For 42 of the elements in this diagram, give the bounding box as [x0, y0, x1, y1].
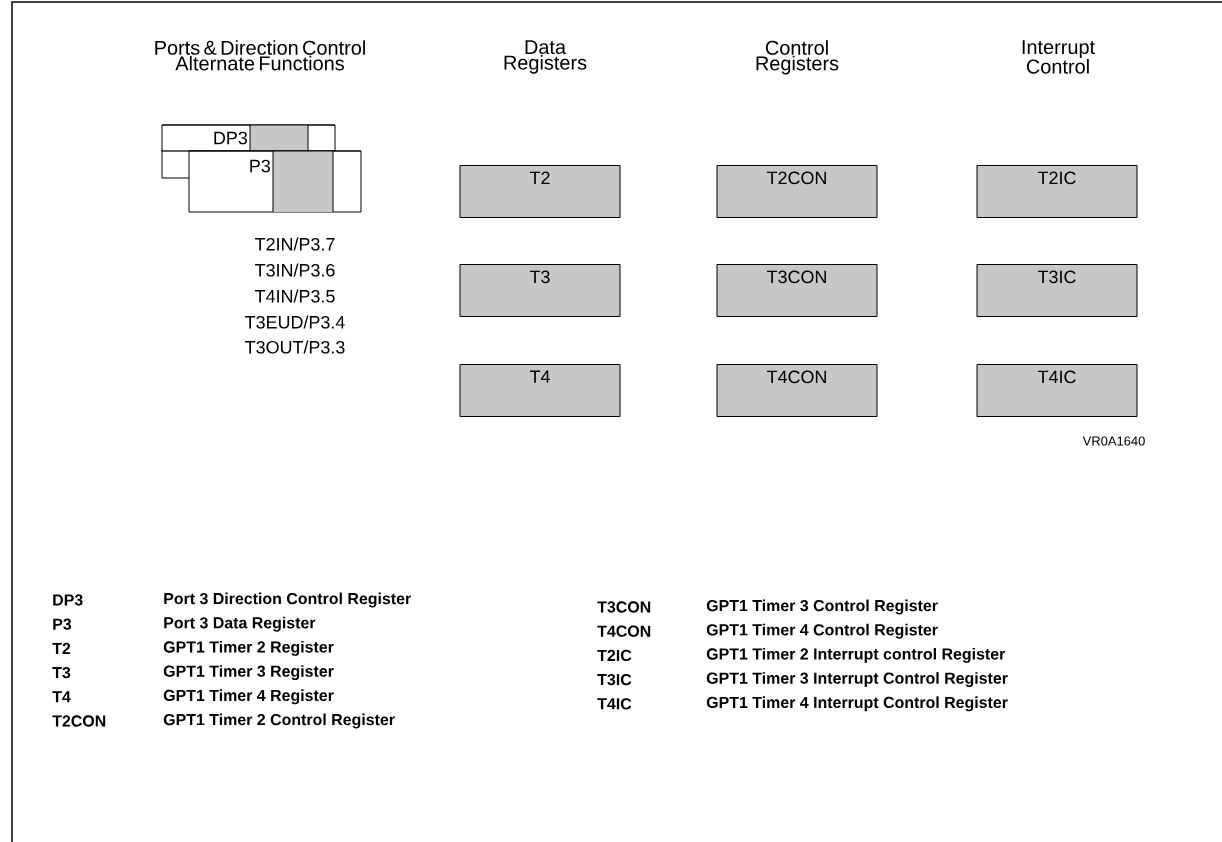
column-heading: Ports & Direction Control Alternate Functions [155, 40, 365, 71]
register-box: T4CON [716, 364, 878, 417]
register-name: P3 [53, 618, 72, 630]
pin-label: T2IN/P3.7 [255, 237, 335, 251]
register-box: T3 [459, 264, 621, 317]
register-name: T3IC [597, 673, 632, 686]
register-description: GPT1 Timer 4 Register [163, 689, 334, 705]
register-name: T3 [52, 666, 71, 679]
register-box: T3CON [716, 264, 878, 317]
register-name: T2 [52, 642, 71, 654]
register-description: GPT1 Timer 2 Interrupt control Register [706, 647, 1006, 663]
register-description: Port 3 Direction Control Register [164, 592, 411, 608]
register-name: T4IC [597, 698, 632, 710]
figure-id: VR0A1640 [1082, 436, 1145, 446]
register-name: T3CON [597, 601, 651, 613]
register-description: GPT1 Timer 3 Register [163, 665, 334, 681]
register-description: GPT1 Timer 3 Control Register [706, 599, 938, 615]
register-name: T4CON [597, 625, 651, 637]
pin-label: T3EUD/P3.4 [245, 315, 345, 329]
register-name: DP3 [53, 594, 83, 606]
register-box: T4 [459, 364, 621, 417]
register-name: T2IC [597, 649, 632, 662]
register-name: T4 [52, 691, 71, 703]
register-box: T3IC [976, 264, 1138, 317]
register-box: T2 [459, 165, 621, 218]
register-description: GPT1 Timer 4 Control Register [706, 623, 938, 639]
column-heading: Control Registers [756, 40, 839, 75]
register-box: DP3 [161, 124, 336, 153]
register-description: GPT1 Timer 2 Control Register [163, 713, 395, 729]
pin-label: T3IN/P3.6 [255, 263, 335, 277]
register-box: T2IC [976, 165, 1138, 218]
register-name: T2CON [52, 715, 106, 727]
register-box: T4IC [976, 364, 1138, 417]
register-description: GPT1 Timer 4 Interrupt Control Register [706, 696, 1008, 712]
register-description: GPT1 Timer 3 Interrupt Control Register [706, 672, 1008, 688]
pin-label: T3OUT/P3.3 [245, 340, 345, 354]
register-description: GPT1 Timer 2 Register [163, 640, 334, 656]
column-heading: Data Registers [504, 40, 587, 74]
column-heading: Interrupt Control [1022, 40, 1095, 74]
register-box: T2CON [716, 165, 878, 218]
register-description: Port 3 Data Register [164, 616, 316, 632]
pin-label: T4IN/P3.5 [255, 289, 335, 303]
